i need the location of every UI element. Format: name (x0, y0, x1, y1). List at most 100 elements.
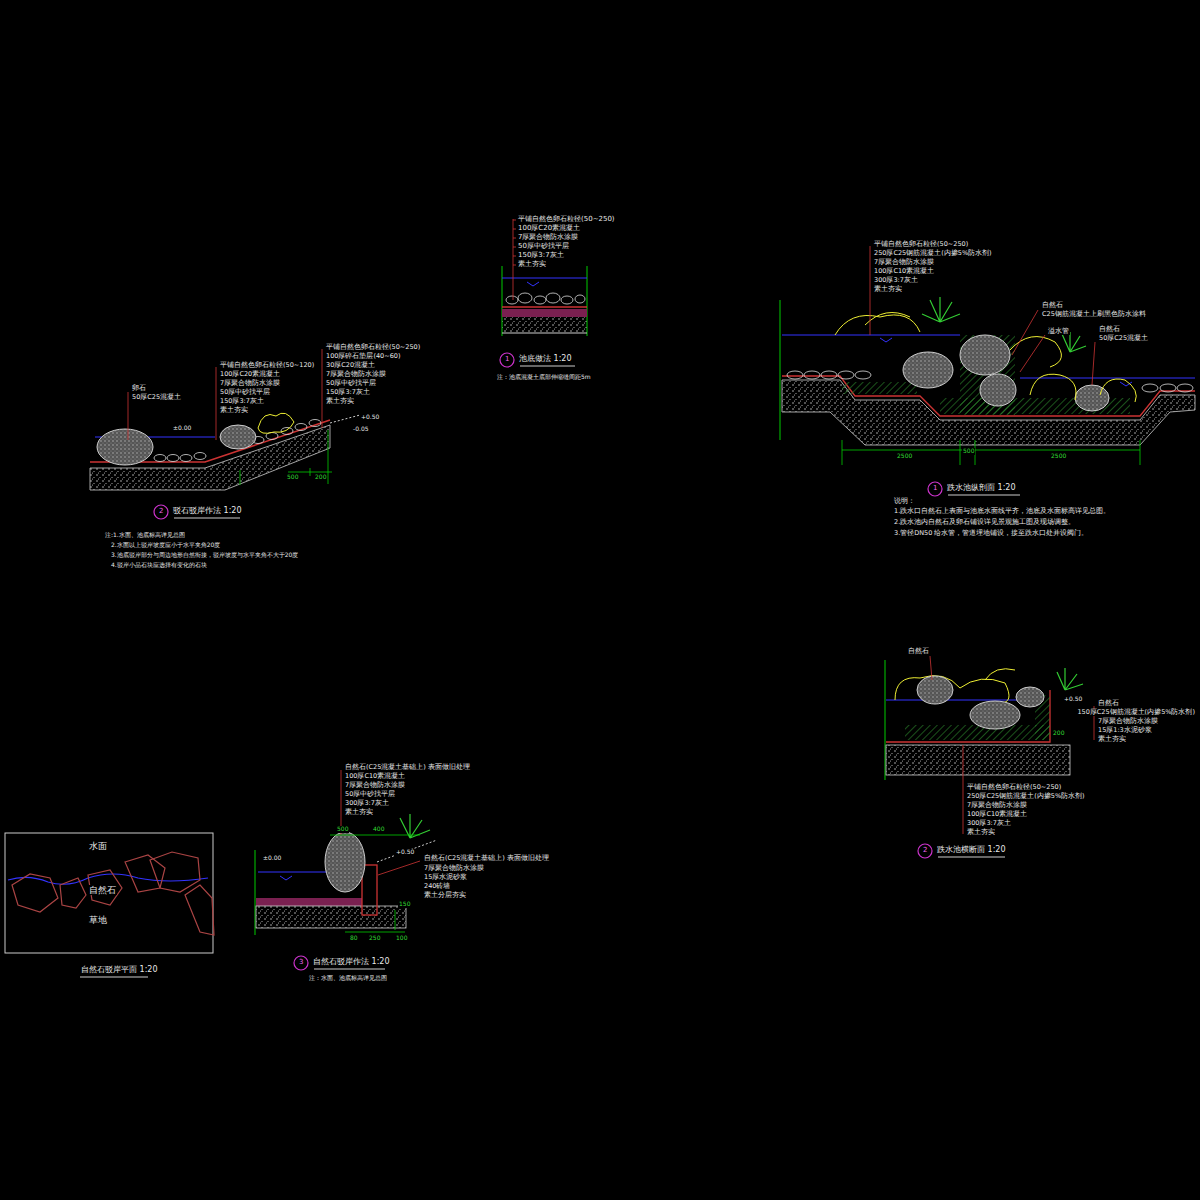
drawing-label: 自然石(C25混凝土基础上) 表面做旧处理 (344, 764, 471, 771)
drawing-label: 自然石(C25混凝土基础上) 表面做旧处理 (423, 855, 550, 862)
waterfall-pool-cross-section (885, 656, 1094, 858)
drawing-label: 平铺自然色卵石粒径(50~250) (325, 344, 421, 351)
drawing-label: 素土夯实 (517, 260, 547, 268)
drawing-label: 150厚3:7灰土 (325, 389, 371, 396)
drawing-label: 100厚C10素混凝土 (966, 811, 1028, 818)
drawing-label: 4.驳岸小品石块应选择有变化的石块 (110, 562, 208, 569)
drawing-label: 自然石 (88, 885, 117, 895)
drawing-label: 100厚C20素混凝土 (517, 224, 581, 232)
drawing-label: 草地 (88, 915, 108, 925)
drawing-label: 500 (336, 826, 349, 833)
drawing-label: C25钢筋混凝土上刷黑色防水涂料 (1041, 311, 1147, 318)
drawing-label: 250 (368, 935, 381, 942)
stone-bank-plan (5, 833, 214, 977)
drawing-label: 自然石 (1041, 302, 1064, 309)
drawing-label: ±0.00 (262, 855, 282, 862)
drawing-label: 3.管径DN50 给水管，管道埋地铺设，接至跌水口处并设阀门。 (893, 530, 1089, 537)
drawing-label: 30厚C20混凝土 (325, 362, 376, 369)
drawing-label: 平铺自然色卵石粒径(50~250) (873, 241, 969, 248)
drawing-label: 1.跌水口自然石上表面与池底水面线平齐，池底及水面标高详见总图。 (893, 508, 1111, 515)
drawing-label: 300厚3:7灰土 (966, 820, 1012, 827)
drawing-label: 300厚3:7灰土 (344, 800, 390, 807)
drawing-label: 400 (372, 826, 385, 833)
drawing-label: 200 (314, 474, 327, 481)
drawing-label: 注:1.水面、池底标高详见总图 (104, 532, 186, 539)
drawing-label: 7厚聚合物防水涂膜 (873, 259, 935, 266)
drawing-label: 150厚3:7灰土 (517, 251, 565, 259)
drawing-label: ±0.00 (172, 425, 192, 432)
drawing-label: 100 (395, 935, 408, 942)
drawing-label: 7厚聚合物防水涂膜 (966, 802, 1028, 809)
drawing-label: 素土夯实 (219, 407, 249, 414)
pool-bottom-section (500, 219, 587, 367)
drawing-label: 80 (349, 935, 359, 942)
drawing-label: 素土夯实 (344, 809, 374, 816)
callout-number: 2 (158, 507, 164, 515)
drawing-label: 2.跌水池内自然石及卵石铺设详见景观施工图及现场调整。 (893, 519, 1076, 526)
drawing-label: 250厚C25钢筋混凝土(内掺5%防水剂) (966, 793, 1086, 800)
drawing-label: 注：池底混凝土底部伸缩缝间距5m (496, 374, 592, 381)
drawing-label: 100厚C10素混凝土 (873, 268, 935, 275)
drawing-label: 2500 (896, 453, 913, 460)
drawing-label: 50厚C25混凝土 (1098, 335, 1149, 342)
drawing-label: 素土分层夯实 (423, 892, 467, 899)
drawing-label: 素土夯实 (325, 398, 355, 405)
drawing-label: 平铺自然色卵石粒径(50~120) (219, 362, 315, 369)
drawing-label: 150厚C25钢筋混凝土(内掺5%防水剂) (1076, 709, 1196, 716)
drawing-label: 自然石驳岸作法 1:20 (312, 957, 391, 966)
drawing-label: 7厚聚合物防水涂膜 (325, 371, 387, 378)
drawing-label: 2.水面以上驳岸坡度应小于水平夹角20度 (110, 542, 221, 549)
drawing-label: 注：水面、池底标高详见总图 (308, 975, 388, 982)
drawing-label: 50厚中砂找平层 (219, 389, 271, 396)
drawing-label: 2500 (1050, 453, 1067, 460)
waterfall-pool-long-section (780, 246, 1195, 496)
drawing-label: 自然石 (1097, 700, 1120, 707)
drawing-label: 3.池底驳岸部分与周边地形自然衔接，驳岸坡度与水平夹角不大于20度 (110, 552, 299, 559)
drawing-label: 500 (962, 448, 975, 455)
drawing-label: 150厚3:7灰土 (219, 398, 265, 405)
drawing-label: 驳石驳岸作法 1:20 (172, 506, 243, 515)
drawing-label: 素土夯实 (966, 829, 996, 836)
stone-bank-section (90, 349, 360, 519)
drawing-label: 卵石 (131, 385, 147, 392)
drawing-label: 自然石 (1098, 326, 1121, 333)
drawing-label: 素土夯实 (1097, 736, 1127, 743)
drawing-label: 平铺自然色卵石粒径(50~250) (517, 215, 616, 223)
drawing-label: 240砖墙 (423, 883, 451, 890)
drawing-label: 7厚聚合物防水涂膜 (423, 865, 485, 872)
drawing-label: +0.50 (360, 414, 380, 421)
drawing-label: 7厚聚合物防水涂膜 (344, 782, 406, 789)
drawing-label: 平铺自然色卵石粒径(50~250) (966, 784, 1062, 791)
drawing-label: 水面 (88, 841, 108, 851)
drawing-label: 300厚3:7灰土 (873, 277, 919, 284)
drawing-label: 自然石 (907, 648, 930, 655)
natural-stone-bank-section (255, 770, 437, 970)
drawing-label: 自然石驳岸平面 1:20 (80, 965, 159, 974)
callout-number: 1 (932, 484, 938, 492)
drawing-label: 150 (398, 901, 411, 908)
drawing-label: +0.50 (395, 849, 415, 856)
drawing-label: 50厚中砂找平层 (517, 242, 570, 250)
drawing-label: 500 (286, 474, 299, 481)
drawing-label: 100厚C10素混凝土 (344, 773, 406, 780)
drawing-label: 7厚聚合物防水涂膜 (1097, 718, 1159, 725)
drawing-label: 7厚聚合物防水涂膜 (219, 380, 281, 387)
drawing-label: -0.05 (352, 426, 370, 433)
drawing-label: 15厚水泥砂浆 (423, 874, 468, 881)
callout-number: 2 (922, 846, 928, 854)
drawing-label: 说明： (893, 497, 916, 505)
drawing-label: 50厚中砂找平层 (325, 380, 377, 387)
drawing-label: 溢水管 (1047, 328, 1070, 335)
drawing-label: 跌水池纵剖面 1:20 (946, 483, 1017, 492)
drawing-label: 素土夯实 (873, 286, 903, 293)
drawing-label: 200 (1052, 730, 1065, 737)
drawing-label: 100厚C20素混凝土 (219, 371, 281, 378)
callout-number: 1 (504, 355, 510, 363)
drawing-label: 250厚C25钢筋混凝土(内掺5%防水剂) (873, 250, 993, 257)
drawing-label: 15厚1:3水泥砂浆 (1097, 727, 1153, 734)
drawing-label: +0.50 (1063, 696, 1083, 703)
drawing-label: 50厚中砂找平层 (344, 791, 396, 798)
drawing-label: 跌水池横断面 1:20 (936, 845, 1007, 854)
